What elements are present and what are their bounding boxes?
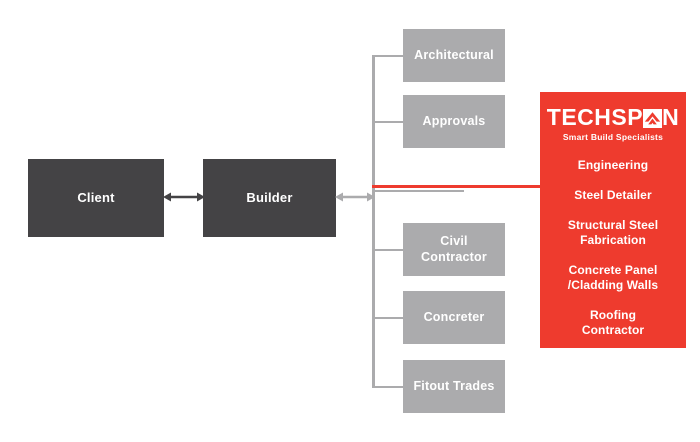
service-item-steel-detailer-label: Steel Detailer xyxy=(574,188,652,202)
node-approvals-label: Approvals xyxy=(422,113,486,128)
node-concreter-label: Concreter xyxy=(423,309,485,324)
connector-branch-techspan-gray xyxy=(372,190,464,192)
connector-branch-fitout-trades xyxy=(372,386,404,388)
service-item-roofing-contractor[interactable]: Roofing Contractor xyxy=(548,308,678,338)
techspan-logo: TECHSP N xyxy=(547,106,679,129)
node-civil-contractor-label-line2: Contractor xyxy=(421,249,487,264)
node-concreter[interactable]: Concreter xyxy=(403,291,505,344)
connector-trunk-vertical xyxy=(372,55,375,387)
service-item-concrete-panel-cladding-walls-line2: /Cladding Walls xyxy=(567,278,659,292)
node-civil-contractor-label-line1: Civil xyxy=(440,233,468,248)
connector-branch-concreter xyxy=(372,317,404,319)
node-client[interactable]: Client xyxy=(28,159,164,237)
node-fitout-trades[interactable]: Fitout Trades xyxy=(403,360,505,413)
arrow-builder-to-trunk xyxy=(335,192,375,202)
service-item-engineering[interactable]: Engineering xyxy=(548,158,678,173)
service-item-structural-steel-fabrication-line2: Fabrication xyxy=(580,233,646,247)
connector-branch-civil-contractor xyxy=(372,249,404,251)
roof-house-icon xyxy=(643,109,663,128)
techspan-services-list: Engineering Steel Detailer Structural St… xyxy=(548,158,678,338)
panel-techspan[interactable]: TECHSP N Smart Build Specialists Enginee… xyxy=(540,92,686,348)
connector-branch-architectural xyxy=(372,55,404,57)
service-item-roofing-contractor-line2: Contractor xyxy=(581,323,645,337)
node-client-label: Client xyxy=(77,189,115,205)
techspan-logo-text-before: TECHSP xyxy=(546,104,644,130)
service-item-roofing-contractor-line1: Roofing xyxy=(589,308,637,322)
service-item-concrete-panel-cladding-walls[interactable]: Concrete Panel /Cladding Walls xyxy=(548,263,678,293)
service-item-structural-steel-fabrication-line1: Structural Steel xyxy=(567,218,659,232)
node-fitout-trades-label: Fitout Trades xyxy=(413,378,495,393)
techspan-logo-text-after: N xyxy=(662,104,680,130)
node-architectural[interactable]: Architectural xyxy=(403,29,505,82)
connector-branch-approvals xyxy=(372,121,404,123)
node-architectural-label: Architectural xyxy=(414,47,494,62)
node-builder[interactable]: Builder xyxy=(203,159,336,237)
arrow-client-builder xyxy=(163,192,205,202)
node-approvals[interactable]: Approvals xyxy=(403,95,505,148)
service-item-concrete-panel-cladding-walls-line1: Concrete Panel xyxy=(568,263,658,277)
service-item-structural-steel-fabrication[interactable]: Structural Steel Fabrication xyxy=(548,218,678,248)
service-item-engineering-label: Engineering xyxy=(577,158,649,172)
node-civil-contractor-label: Civil Contractor xyxy=(421,234,487,265)
techspan-tagline: Smart Build Specialists xyxy=(562,132,664,142)
connector-branch-techspan-red xyxy=(372,185,541,188)
node-builder-label: Builder xyxy=(246,189,293,205)
service-item-steel-detailer[interactable]: Steel Detailer xyxy=(548,188,678,203)
node-civil-contractor[interactable]: Civil Contractor xyxy=(403,223,505,276)
